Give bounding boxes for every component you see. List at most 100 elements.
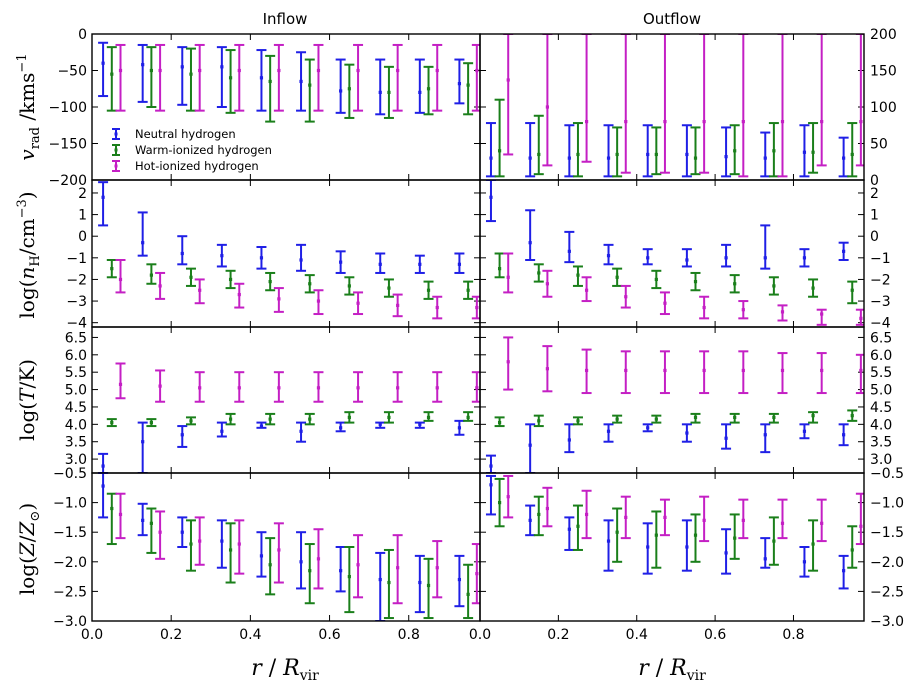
ytick-label-temperature-left-2: 5.5	[65, 365, 87, 381]
point-velocity-left-s1-9	[466, 83, 470, 87]
point-density-left-s1-2	[189, 275, 193, 279]
point-temperature-left-s1-9	[466, 415, 470, 419]
point-density-left-s2-5	[316, 299, 321, 303]
point-density-right-s1-3	[615, 275, 619, 279]
point-velocity-right-s1-1	[537, 152, 541, 157]
point-velocity-left-s0-3	[220, 65, 224, 69]
point-velocity-left-s0-0	[101, 61, 105, 65]
point-metallicity-right-s0-7	[763, 557, 767, 561]
point-velocity-left-s1-6	[347, 87, 351, 91]
ytick-label-density-left-3: −1	[66, 251, 87, 267]
ytick-label-velocity-right-3: 50	[870, 137, 888, 153]
point-metallicity-right-s2-7	[780, 521, 785, 525]
point-temperature-right-s2-5	[702, 368, 706, 373]
point-density-right-s2-8	[820, 312, 824, 316]
point-metallicity-left-s2-9	[475, 572, 479, 576]
point-metallicity-left-s1-3	[228, 548, 233, 552]
ytick-label-temperature-left-6: 3.5	[65, 435, 87, 451]
point-metallicity-left-s2-3	[237, 542, 241, 546]
point-density-right-s0-3	[606, 254, 611, 258]
point-temperature-right-s1-6	[733, 415, 737, 419]
point-temperature-left-s2-0	[118, 382, 123, 386]
point-velocity-right-s1-2	[576, 152, 580, 157]
point-temperature-left-s2-6	[356, 386, 360, 390]
point-density-left-s0-1	[141, 241, 145, 245]
point-metallicity-right-s1-8	[811, 542, 815, 546]
point-density-left-s1-3	[228, 277, 233, 282]
point-temperature-right-s0-7	[763, 433, 767, 437]
point-density-left-s0-7	[378, 262, 382, 266]
svg-text:vrad /kms−1: vrad /kms−1	[15, 53, 43, 160]
point-velocity-right-s0-9	[842, 156, 846, 160]
point-metallicity-left-s0-1	[141, 518, 145, 522]
point-metallicity-right-s2-8	[820, 521, 824, 525]
ytick-label-temperature-right-1: 6.0	[870, 348, 892, 364]
point-metallicity-right-s0-2	[567, 527, 571, 531]
point-metallicity-left-s2-8	[435, 566, 439, 570]
point-temperature-left-s2-5	[316, 386, 321, 390]
point-velocity-right-s1-9	[850, 152, 854, 157]
point-density-right-s2-5	[702, 305, 706, 310]
point-density-right-s0-2	[567, 249, 571, 253]
point-density-right-s2-6	[741, 308, 745, 312]
point-metallicity-left-s0-7	[378, 577, 382, 582]
point-density-right-s2-2	[584, 288, 589, 292]
ylabel-temperature: log(T/K)	[15, 359, 39, 441]
ytick-label-density-right-4: −2	[870, 272, 891, 288]
point-metallicity-left-s1-2	[189, 542, 193, 546]
point-density-left-s0-5	[299, 258, 303, 262]
point-density-right-s0-7	[763, 256, 767, 260]
point-velocity-right-s2-5	[702, 120, 706, 124]
point-density-left-s0-6	[339, 260, 343, 264]
point-density-left-s2-9	[475, 305, 479, 310]
point-temperature-left-s0-2	[180, 433, 184, 437]
point-temperature-left-s2-9	[475, 386, 479, 390]
point-velocity-left-s0-2	[180, 65, 184, 69]
point-temperature-left-s0-1	[141, 440, 145, 444]
point-metallicity-right-s0-3	[606, 539, 611, 543]
ytick-label-density-left-5: −3	[66, 294, 87, 310]
ytick-label-temperature-right-2: 5.5	[870, 365, 892, 381]
point-metallicity-left-s0-9	[457, 577, 462, 582]
point-density-left-s0-3	[220, 254, 224, 258]
point-temperature-left-s2-7	[396, 386, 400, 390]
legend-label-hot: Hot-ionized hydrogen	[135, 159, 259, 173]
point-velocity-left-s0-7	[378, 90, 382, 94]
point-temperature-right-s1-2	[576, 419, 580, 423]
xtick-label-right-0: 0.0	[469, 627, 491, 643]
point-metallicity-right-s1-7	[772, 539, 776, 543]
ytick-label-metallicity-right-2: −1.5	[870, 525, 904, 541]
legend: Neutral hydrogen Warm-ionized hydrogen H…	[112, 127, 272, 173]
point-velocity-left-s2-3	[237, 68, 241, 73]
point-temperature-left-s1-1	[149, 420, 153, 425]
point-velocity-left-s1-3	[228, 76, 233, 80]
point-metallicity-right-s1-6	[733, 536, 737, 540]
ytick-label-density-left-1: 1	[78, 208, 87, 224]
ytick-label-density-right-5: −3	[870, 294, 891, 310]
point-density-left-s1-4	[268, 280, 272, 284]
point-metallicity-right-s0-6	[724, 551, 728, 555]
point-velocity-left-s1-4	[268, 79, 272, 84]
point-velocity-right-s0-3	[606, 156, 611, 160]
ytick-label-velocity-right-1: 150	[870, 64, 897, 80]
point-velocity-left-s2-4	[277, 68, 281, 73]
point-density-left-s0-4	[259, 256, 264, 260]
ytick-label-temperature-left-3: 5.0	[65, 383, 87, 399]
point-temperature-right-s1-8	[811, 414, 815, 418]
point-velocity-right-s2-1	[545, 105, 549, 109]
point-velocity-left-s2-2	[198, 68, 202, 73]
point-metallicity-right-s2-1	[545, 506, 549, 511]
point-temperature-left-s0-9	[457, 426, 462, 430]
point-metallicity-left-s2-0	[118, 512, 123, 517]
ytick-label-metallicity-left-1: −1.0	[53, 496, 87, 512]
point-density-left-s1-9	[466, 288, 470, 292]
panel-velocity-right	[485, 34, 864, 178]
point-temperature-left-s0-0	[101, 464, 105, 468]
ytick-label-temperature-right-5: 4.0	[870, 417, 892, 433]
point-density-right-s1-2	[576, 273, 580, 277]
ytick-label-velocity-left-3: −150	[49, 137, 87, 153]
point-metallicity-right-s2-4	[663, 515, 667, 519]
ylabel-velocity: vrad /kms−1	[15, 53, 43, 160]
point-density-right-s1-6	[733, 282, 737, 286]
point-metallicity-left-s0-2	[180, 530, 184, 534]
